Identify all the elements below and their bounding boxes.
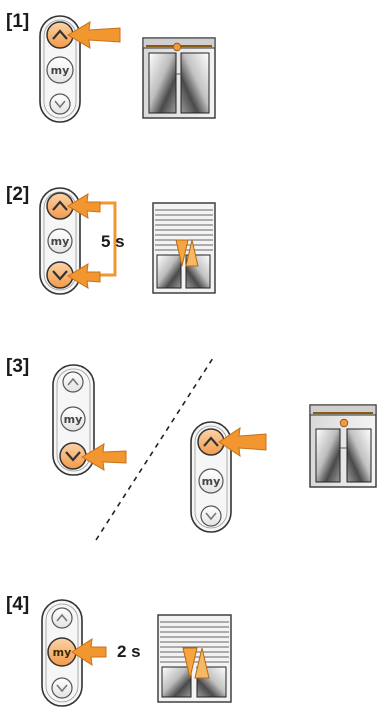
step-3-label: [3]: [6, 356, 29, 377]
up-motion-icon: [185, 239, 199, 267]
shutter-window: [152, 202, 216, 294]
chevron-up-icon: [67, 377, 79, 386]
press-arrow-icon: [67, 21, 121, 49]
chevron-down-icon: [65, 451, 81, 462]
up-button[interactable]: [62, 371, 84, 393]
remote-2: my: [39, 187, 81, 295]
chevron-up-icon: [56, 613, 68, 622]
press-arrow-icon: [67, 263, 101, 289]
chevron-up-icon: [203, 436, 219, 447]
my-label: my: [51, 64, 70, 77]
shutter-window: [157, 614, 232, 703]
separator-line: [95, 357, 214, 541]
chevron-up-icon: [52, 29, 68, 40]
step-1: [1] my: [6, 11, 216, 123]
press-arrow-icon: [81, 443, 127, 471]
bracket-icon: [92, 201, 117, 277]
window-open: [309, 404, 377, 488]
remote-3a: my: [52, 364, 95, 476]
step-2: [2] my 5 s: [6, 184, 216, 295]
my-button[interactable]: my: [60, 406, 86, 432]
my-label: my: [64, 413, 83, 426]
down-button[interactable]: [59, 442, 87, 470]
duration-label: 2 s: [117, 642, 141, 661]
down-button[interactable]: [51, 677, 73, 699]
press-arrow-icon: [67, 193, 101, 219]
down-button[interactable]: [200, 505, 222, 527]
down-motion-icon: [182, 647, 198, 679]
step-4-label: [4]: [6, 594, 29, 615]
press-arrow-icon: [71, 637, 107, 667]
my-button[interactable]: my: [47, 228, 73, 254]
my-label: my: [51, 235, 70, 248]
chevron-down-icon: [205, 512, 217, 521]
up-button[interactable]: [51, 607, 73, 629]
window-open: [142, 37, 216, 119]
down-button[interactable]: [49, 93, 71, 115]
remote-1: my: [39, 15, 81, 123]
my-button[interactable]: my: [198, 468, 224, 494]
press-arrow-icon: [218, 426, 267, 458]
remote-4: my: [41, 599, 83, 707]
duration-label: 5 s: [101, 232, 125, 251]
chevron-down-icon: [54, 100, 66, 109]
my-label: my: [53, 646, 72, 659]
my-label: my: [202, 475, 221, 488]
step-2-label: [2]: [6, 184, 29, 205]
my-button[interactable]: my: [46, 56, 74, 84]
up-motion-icon: [194, 647, 210, 679]
chevron-down-icon: [56, 684, 68, 693]
remote-3b: my: [190, 421, 232, 533]
chevron-down-icon: [52, 270, 68, 281]
step-1-label: [1]: [6, 11, 29, 32]
down-motion-icon: [175, 239, 189, 267]
step-4: [4] my 2 s: [6, 594, 232, 707]
step-3: [3] my: [6, 356, 377, 541]
chevron-up-icon: [52, 200, 68, 211]
